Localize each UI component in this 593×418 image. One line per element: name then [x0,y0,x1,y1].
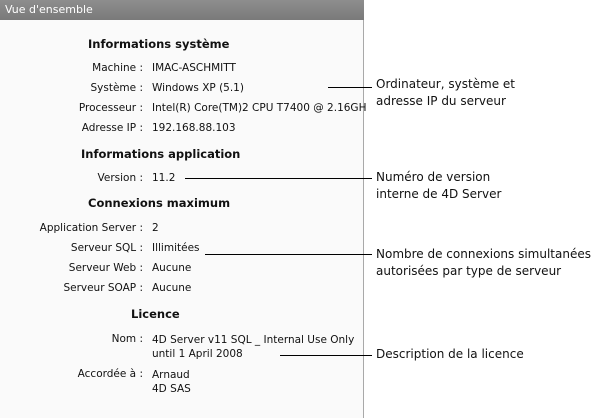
value-soap-server: Aucune [152,282,192,294]
license-name-line-1: 4D Server v11 SQL _ Internal Use Only [152,334,355,346]
label-machine: Machine : [92,62,143,74]
label-web-server: Serveur Web : [68,262,143,274]
label-version: Version : [97,172,144,184]
callout-line-connections [205,254,372,255]
annotation-system: Ordinateur, système et adresse IP du ser… [376,76,515,110]
annotation-system-line-1: Ordinateur, système et [376,77,516,91]
value-version: 11.2 [152,172,176,184]
label-system: Système : [90,82,144,94]
annotation-license-line-1: Description de la licence [376,347,524,361]
section-heading-connections: Connexions maximum [88,196,231,210]
overview-panel: Vue d'ensemble Informations système Mach… [0,0,367,418]
callout-line-version [185,178,372,179]
value-system: Windows XP (5.1) [152,82,244,94]
annotation-connections-line-1: Nombre de connexions simultanées [376,247,591,261]
annotation-version-line-1: Numéro de version [376,170,491,184]
callout-line-license [280,355,372,356]
section-heading-system: Informations système [88,37,230,51]
value-application-server: 2 [152,222,159,234]
annotation-license: Description de la licence [376,346,524,363]
annotation-version-line-2: interne de 4D Server [376,187,502,201]
panel-title: Vue d'ensemble [0,0,364,20]
value-granted-to: Arnaud 4D SAS [152,368,191,396]
label-application-server: Application Server : [39,222,143,234]
label-ip-address: Adresse IP : [81,122,143,134]
value-web-server: Aucune [152,262,192,274]
value-ip-address: 192.168.88.103 [152,122,236,134]
value-sql-server: Illimitées [152,242,200,254]
label-processor: Processeur : [78,102,143,114]
label-granted-to: Accordée à : [77,368,143,380]
annotation-connections: Nombre de connexions simultanées autoris… [376,246,591,280]
annotation-connections-line-2: autorisées par type de serveur [376,264,562,278]
section-heading-license: Licence [131,307,180,321]
annotation-system-line-2: adresse IP du serveur [376,94,506,108]
label-sql-server: Serveur SQL : [70,242,143,254]
value-license-name: 4D Server v11 SQL _ Internal Use Only un… [152,333,354,361]
label-soap-server: Serveur SOAP : [63,282,143,294]
value-machine: IMAC-ASCHMITT [152,62,236,74]
license-name-line-2: until 1 April 2008 [152,348,243,360]
label-license-name: Nom : [111,333,143,345]
value-processor: Intel(R) Core(TM)2 CPU T7400 @ 2.16GH [152,102,367,114]
granted-to-line-1: Arnaud [152,369,190,381]
section-heading-application: Informations application [81,147,241,161]
callout-line-system [328,87,372,88]
annotation-version: Numéro de version interne de 4D Server [376,169,501,203]
granted-to-line-2: 4D SAS [152,383,191,395]
